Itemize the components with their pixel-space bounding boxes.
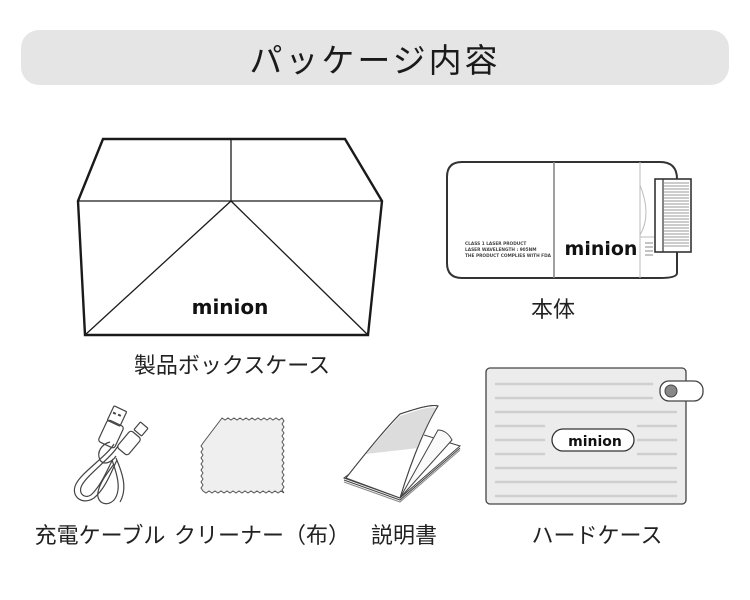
device-body-illustration: minion CLASS 1 LASER PRODUCT LASER WAVEL… bbox=[446, 161, 692, 279]
laser-text-3: THE PRODUCT COMPLIES WITH FDA bbox=[465, 253, 552, 259]
label-product-box: 製品ボックスケース bbox=[133, 354, 331, 379]
laser-text-1: CLASS 1 LASER PRODUCT bbox=[465, 241, 526, 247]
product-box-illustration: minion bbox=[76, 137, 384, 337]
laser-text-2: LASER WAVELENGTH : 905NM bbox=[465, 247, 537, 253]
label-charging-cable: 充電ケーブル bbox=[34, 524, 166, 549]
label-manual: 説明書 bbox=[370, 524, 438, 549]
page-title: パッケージ内容 bbox=[249, 40, 501, 80]
charging-cable-illustration bbox=[73, 405, 149, 505]
cleaning-cloth-illustration bbox=[200, 417, 285, 494]
hard-case-illustration: minion bbox=[485, 367, 704, 505]
label-cleaning-cloth: クリーナー（布） bbox=[173, 524, 351, 549]
header-bar: パッケージ内容 bbox=[21, 30, 729, 85]
label-device-body: 本体 bbox=[530, 298, 576, 323]
box-logo: minion bbox=[192, 295, 269, 319]
device-logo: minion bbox=[565, 238, 638, 260]
manual-illustration bbox=[342, 405, 462, 503]
hardcase-logo: minion bbox=[568, 434, 622, 450]
label-hard-case: ハードケース bbox=[531, 524, 663, 549]
